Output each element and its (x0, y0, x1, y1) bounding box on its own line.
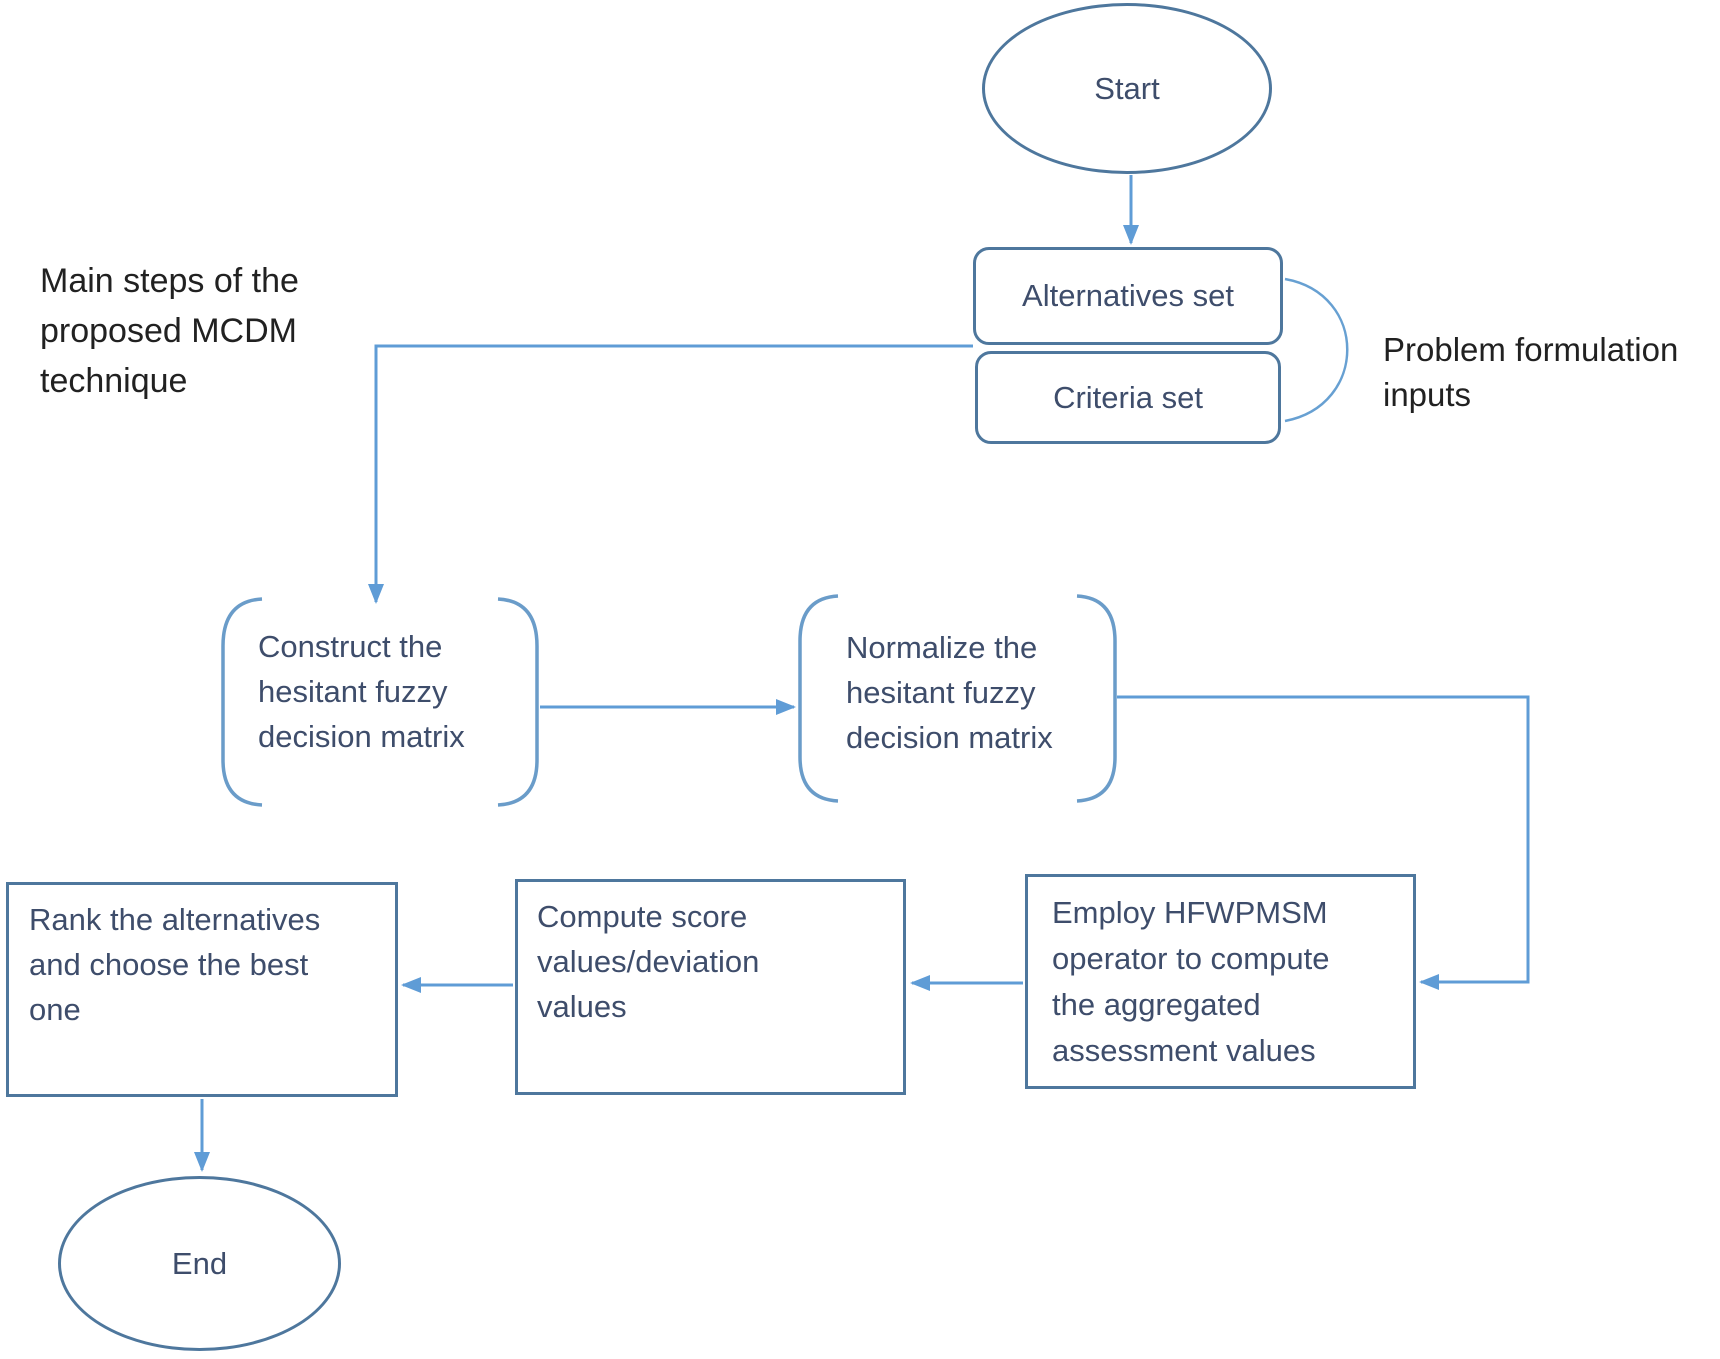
rank-alternatives-label: Rank the alternatives and choose the bes… (29, 902, 321, 1027)
criteria-set-node: Criteria set (975, 351, 1281, 444)
connector-inputs-to-construct (368, 344, 973, 604)
criteria-set-label: Criteria set (1053, 379, 1203, 415)
normalize-node-left-bracket (798, 594, 839, 803)
compute-scores-node (515, 879, 906, 1095)
alternatives-set-node: Alternatives set (973, 247, 1283, 345)
start-node-label: Start (1094, 70, 1160, 106)
grouping-brace (1284, 277, 1349, 423)
construct-node-left-bracket (221, 597, 263, 807)
end-node-label: End (171, 1245, 228, 1281)
alternatives-set-label: Alternatives set (1022, 278, 1234, 313)
construct-node-right-bracket (497, 597, 539, 807)
employ-operator-node (1025, 874, 1416, 1089)
compute-scores-label: Compute score values/deviation values (537, 899, 760, 1024)
rank-alternatives-node (6, 882, 398, 1097)
normalize-node-right-bracket (1076, 594, 1117, 803)
brace-label: Problem formulation inputs (1383, 331, 1679, 413)
start-node: Start (982, 3, 1272, 174)
end-node: End (58, 1176, 341, 1351)
connector-normalize-to-employ (1117, 695, 1530, 990)
employ-operator-label: Employ HFWPMSM operator to compute the a… (1052, 895, 1330, 1068)
normalize-node-label: Normalize the hesitant fuzzy decision ma… (846, 630, 1053, 755)
construct-node-label: Construct the hesitant fuzzy decision ma… (258, 629, 465, 754)
diagram-title: Main steps of the proposed MCDM techniqu… (40, 262, 299, 400)
